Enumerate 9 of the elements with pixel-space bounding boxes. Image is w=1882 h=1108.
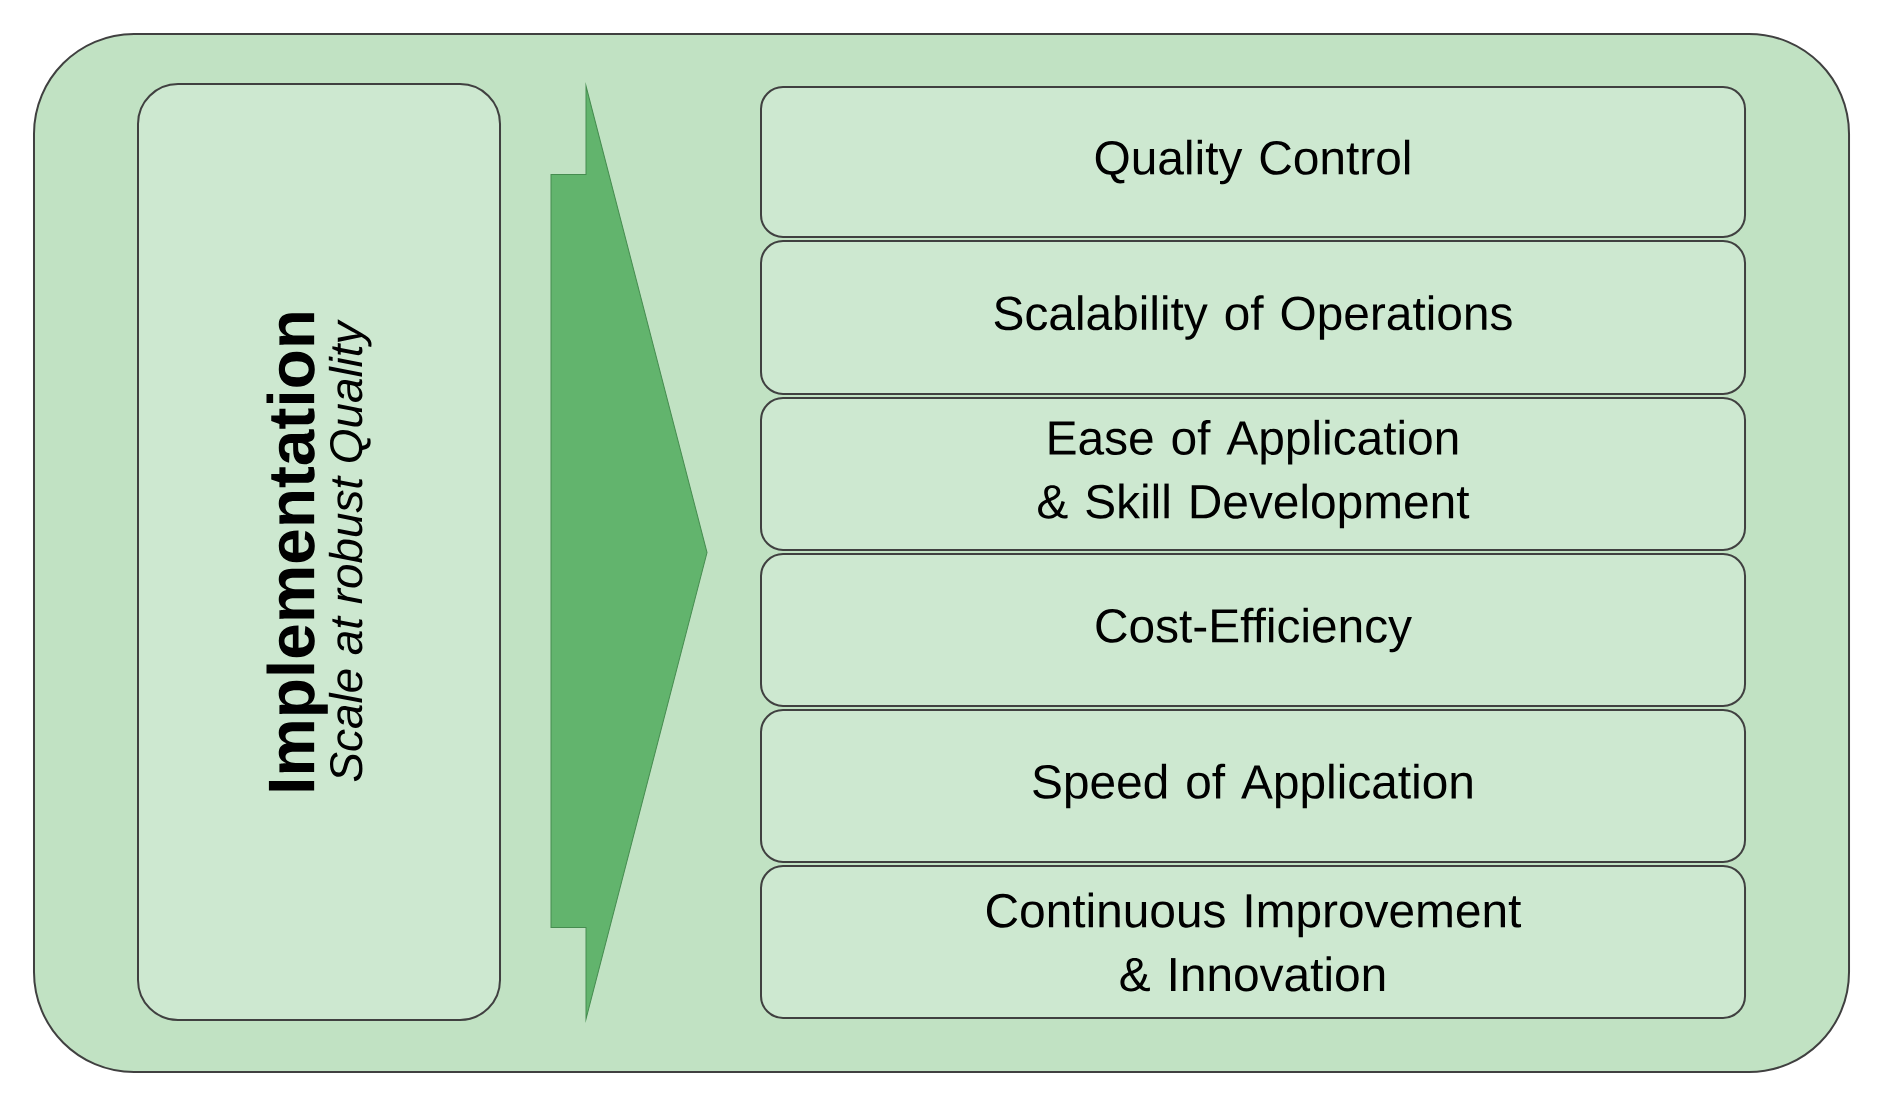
factor-box: Ease of Application & Skill Development <box>760 397 1747 551</box>
category-title: Implementation Scale at robust Quality <box>266 313 372 791</box>
category-box <box>137 83 501 1021</box>
factor-box: Quality Control <box>760 86 1747 238</box>
factor-box: Scalability of Operations <box>760 240 1747 395</box>
block-arrow <box>550 85 708 1020</box>
factor-box: Speed of Application <box>760 709 1747 863</box>
factor-box: Continuous Improvement & Innovation <box>760 865 1747 1019</box>
factor-box: Cost-Efficiency <box>760 553 1747 707</box>
